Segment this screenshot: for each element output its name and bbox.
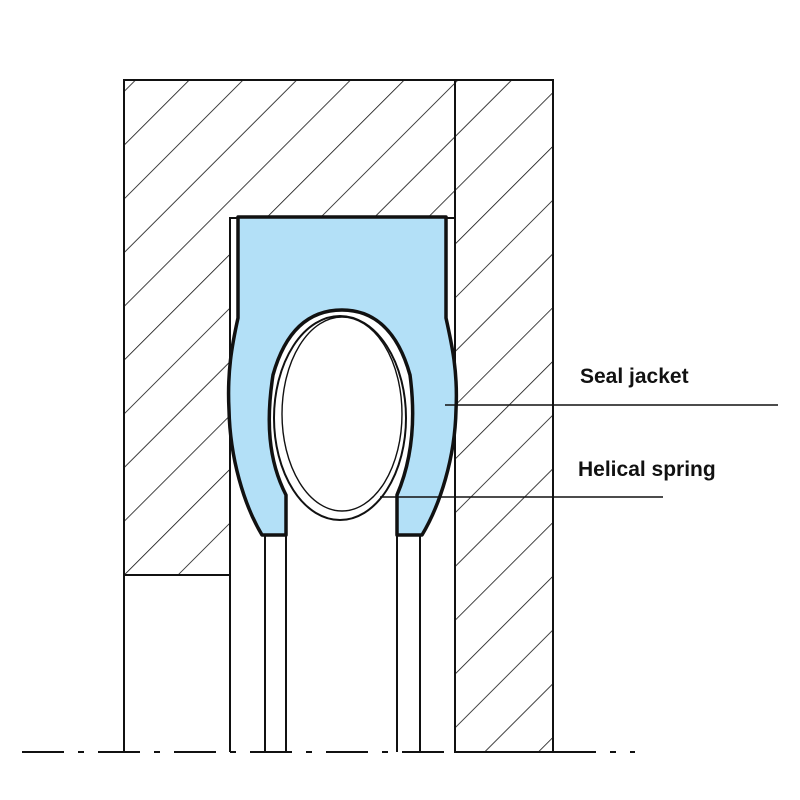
helical-spring-label: Helical spring [578,458,716,481]
seal-jacket [226,215,459,537]
seal-jacket-legs [264,535,421,752]
seal-jacket-label: Seal jacket [580,365,689,388]
helical-spring [273,315,407,521]
gland-walls [229,218,456,752]
lower-left-block [123,574,230,752]
housing-right [454,79,554,753]
